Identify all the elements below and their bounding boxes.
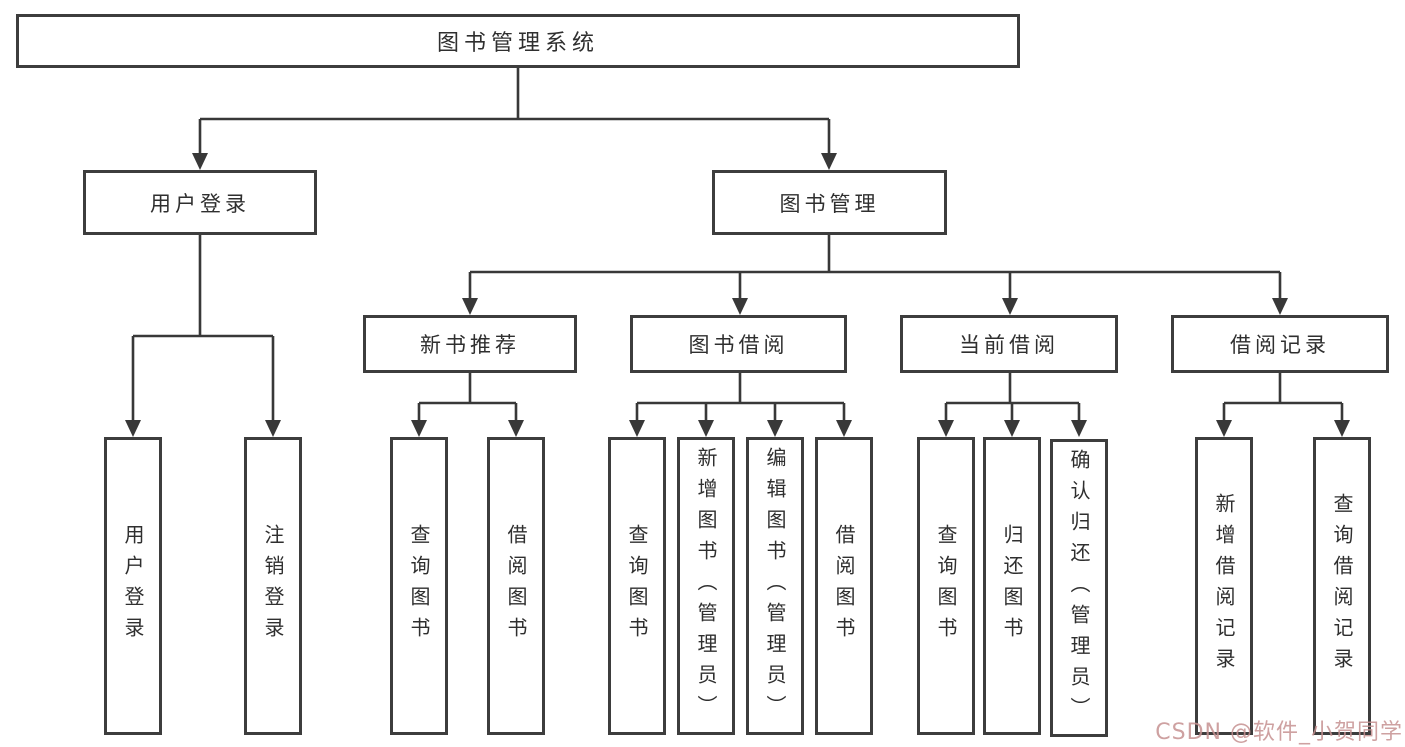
node-user-login: 用户登录 (83, 170, 317, 235)
node-add-borrow-record: 新增借阅记录 (1195, 437, 1253, 735)
node-logout: 注销登录 (244, 437, 302, 735)
node-book-management: 图书管理 (712, 170, 947, 235)
node-query-books-3: 查询图书 (917, 437, 975, 735)
node-query-books-2: 查询图书 (608, 437, 666, 735)
node-label: 确认归还（管理员） (1067, 448, 1091, 728)
node-label: 新增借阅记录 (1212, 493, 1236, 679)
node-label: 用户登录 (121, 524, 145, 648)
node-return-books: 归还图书 (983, 437, 1041, 735)
node-label: 新增图书（管理员） (694, 446, 718, 726)
node-add-book-admin: 新增图书（管理员） (677, 437, 735, 735)
node-borrow-records: 借阅记录 (1171, 315, 1389, 373)
node-label: 借阅图书 (832, 524, 856, 648)
node-label: 编辑图书（管理员） (763, 446, 787, 726)
node-query-books-1: 查询图书 (390, 437, 448, 735)
node-borrow-books-2: 借阅图书 (815, 437, 873, 735)
node-current-borrowing: 当前借阅 (900, 315, 1118, 373)
node-edit-book-admin: 编辑图书（管理员） (746, 437, 804, 735)
node-query-borrow-record: 查询借阅记录 (1313, 437, 1371, 735)
node-borrow-books-1: 借阅图书 (487, 437, 545, 735)
arrowhead-icons (125, 153, 1350, 437)
node-label: 注销登录 (261, 524, 285, 648)
node-root-system: 图书管理系统 (16, 14, 1020, 68)
node-label: 借阅图书 (504, 524, 528, 648)
node-label: 查询借阅记录 (1330, 493, 1354, 679)
node-book-borrowing: 图书借阅 (630, 315, 847, 373)
node-label: 归还图书 (1000, 524, 1024, 648)
node-new-book-recommend: 新书推荐 (363, 315, 577, 373)
node-label: 查询图书 (407, 524, 431, 648)
node-label: 查询图书 (934, 524, 958, 648)
node-label: 查询图书 (625, 524, 649, 648)
node-confirm-return-admin: 确认归还（管理员） (1050, 439, 1108, 737)
node-user-login-leaf: 用户登录 (104, 437, 162, 735)
